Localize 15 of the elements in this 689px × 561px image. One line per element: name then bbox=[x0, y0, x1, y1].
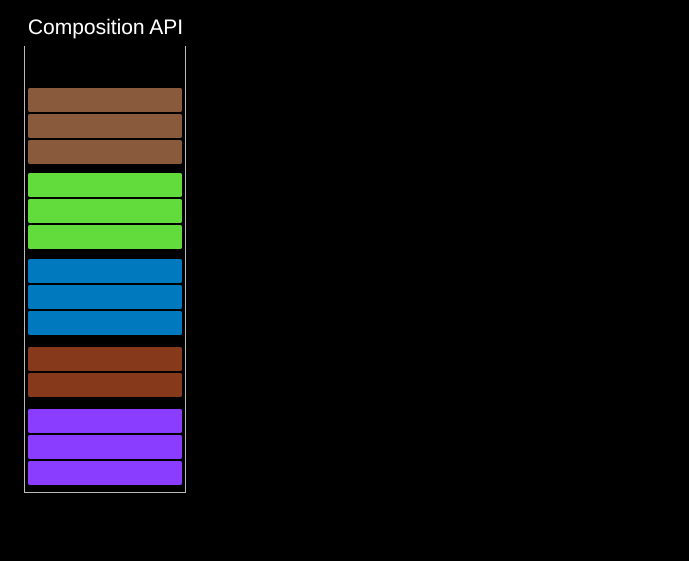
stack-bar bbox=[28, 88, 182, 112]
stack-title: Composition API bbox=[26, 16, 184, 40]
stack-bar bbox=[28, 140, 182, 164]
stack-bar bbox=[28, 347, 182, 371]
stack-bar bbox=[28, 173, 182, 197]
stack-bar bbox=[28, 259, 182, 283]
stack-bar bbox=[28, 285, 182, 309]
stack-bar bbox=[28, 373, 182, 397]
stack-bar bbox=[28, 409, 182, 433]
stack-bar bbox=[28, 461, 182, 485]
stack-bar bbox=[28, 114, 182, 138]
stack-bar bbox=[28, 435, 182, 459]
stack-bar bbox=[28, 311, 182, 335]
stack-bar bbox=[28, 199, 182, 223]
stack-bar bbox=[28, 225, 182, 249]
